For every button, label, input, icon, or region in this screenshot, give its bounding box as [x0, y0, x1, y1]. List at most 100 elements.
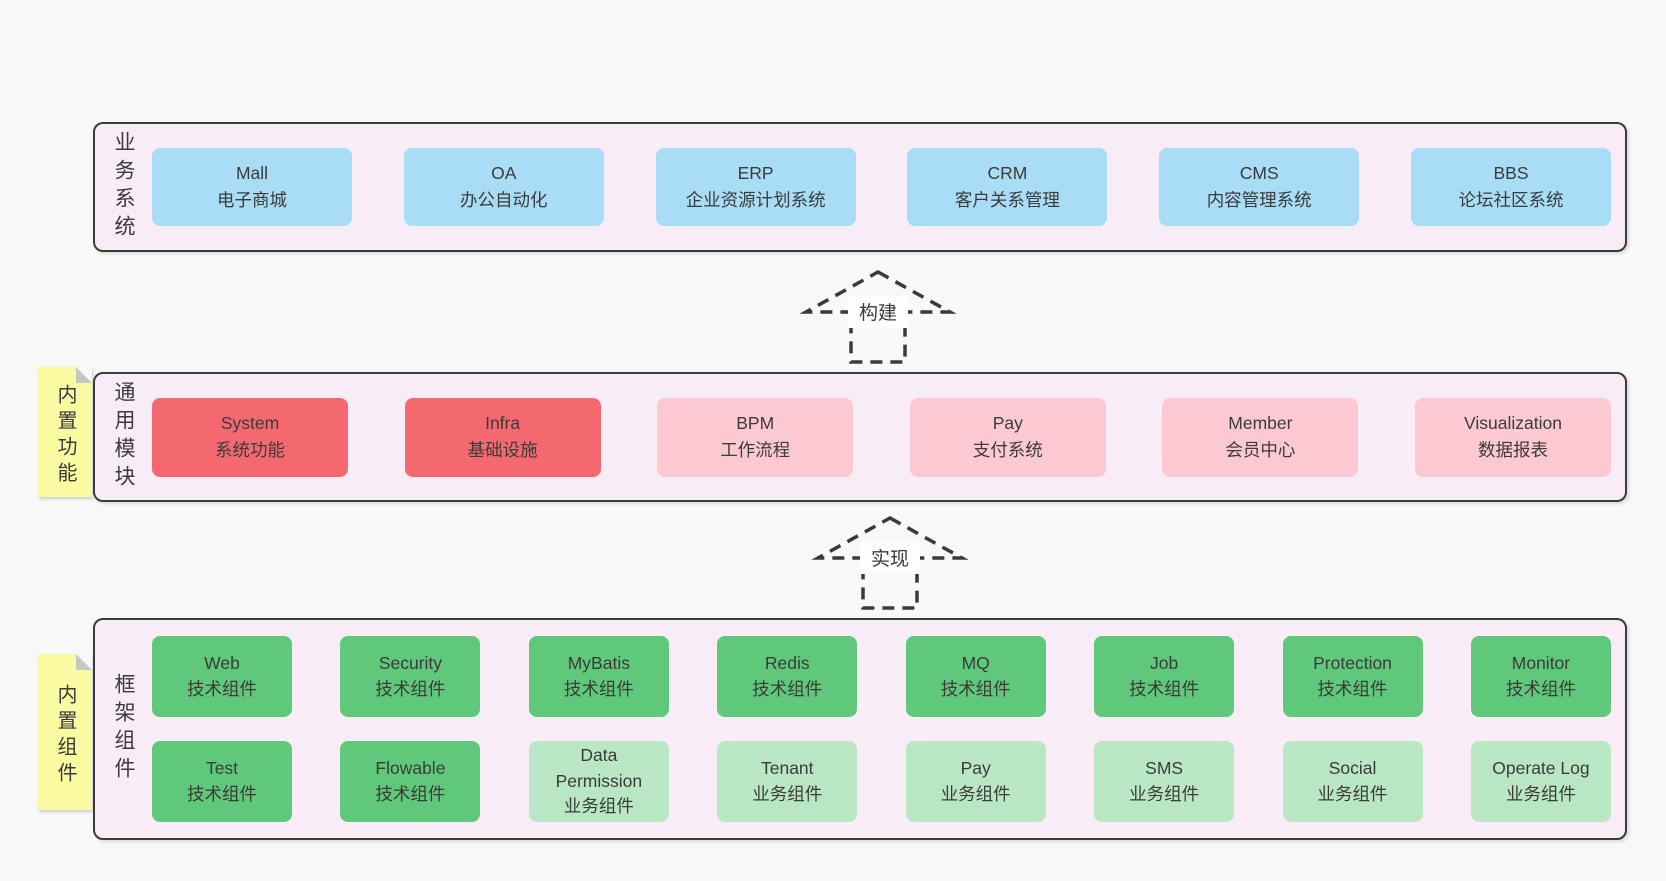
- arrow-label-background: [860, 542, 920, 574]
- node-subtitle: 基础设施: [467, 440, 538, 460]
- node-title: Infra: [485, 412, 521, 433]
- sticky-note-text: 内置功能: [54, 384, 76, 488]
- node-title: Redis: [764, 653, 810, 674]
- node-subtitle: 技术组件: [1505, 678, 1576, 699]
- node-subtitle: 技术组件: [1317, 678, 1388, 699]
- node-visualization: Visualization 数据报表: [1414, 397, 1611, 477]
- node-title: BPM: [736, 412, 775, 433]
- node-social: Social 业务组件: [1282, 741, 1423, 822]
- sticky-note-built-in-components: 内置组件: [38, 654, 92, 810]
- node-crm: CRM 客户关系管理: [907, 148, 1108, 226]
- node-sms: SMS 业务组件: [1094, 741, 1235, 822]
- node-subtitle: 技术组件: [940, 678, 1011, 699]
- node-subtitle: 企业资源计划系统: [685, 190, 826, 210]
- node-monitor: Monitor 技术组件: [1470, 636, 1611, 717]
- node-title: CMS: [1239, 162, 1279, 183]
- layer-label-business: 业务系统: [112, 131, 135, 243]
- node-subtitle: 技术组件: [375, 783, 446, 804]
- node-subtitle: 技术组件: [375, 678, 446, 699]
- arrow-label-build: 构建: [859, 302, 897, 324]
- node-title: CRM: [987, 162, 1028, 183]
- node-subtitle: 技术组件: [187, 783, 257, 804]
- node-subtitle: 技术组件: [187, 678, 257, 699]
- node-subtitle: 办公自动化: [460, 190, 548, 210]
- sticky-note-text: 内置组件: [54, 684, 76, 788]
- node-title: Web: [204, 653, 240, 674]
- node-mybatis: MyBatis 技术组件: [528, 636, 669, 717]
- node-flowable: Flowable 技术组件: [340, 741, 481, 822]
- node-subtitle: 业务组件: [940, 783, 1011, 804]
- arrow-up-implement-icon: 实现: [811, 515, 969, 610]
- node-title: Operate Log: [1492, 758, 1590, 779]
- node-pay-business: Pay 业务组件: [905, 741, 1046, 822]
- node-mall: Mall 电子商城: [152, 148, 352, 226]
- node-subtitle: 业务组件: [1129, 783, 1200, 804]
- node-tenant: Tenant 业务组件: [717, 741, 858, 822]
- node-subtitle: 会员中心: [1225, 440, 1296, 460]
- node-subtitle: 技术组件: [563, 678, 634, 699]
- node-data-permission: Data Permission 业务组件: [528, 741, 669, 822]
- node-title: Monitor: [1511, 653, 1571, 674]
- node-title: Social: [1328, 758, 1377, 779]
- node-title: Visualization: [1464, 412, 1562, 433]
- node-title: Member: [1228, 412, 1293, 433]
- node-system: System 系统功能: [152, 397, 348, 477]
- node-bpm: BPM 工作流程: [657, 397, 854, 477]
- node-title: System: [220, 412, 280, 433]
- node-member: Member 会员中心: [1162, 397, 1359, 477]
- layer-common-modules: 通用模块 System 系统功能 Infra 基础设施 BPM 工作流程 Pay…: [93, 372, 1627, 502]
- node-title: Tenant: [760, 758, 814, 779]
- node-subtitle: 业务组件: [1317, 783, 1388, 804]
- node-title: Test: [205, 758, 239, 779]
- node-subtitle: 内容管理系统: [1206, 190, 1312, 210]
- sticky-note-built-in-features: 内置功能: [38, 367, 92, 497]
- node-subtitle: 数据报表: [1477, 440, 1548, 460]
- node-redis: Redis 技术组件: [717, 636, 858, 717]
- node-subtitle: 业务组件: [752, 783, 823, 804]
- node-subtitle: 系统功能: [215, 440, 285, 460]
- layer-label-framework: 框架组件: [112, 673, 135, 785]
- node-subtitle: 电子商城: [217, 190, 287, 210]
- layer-framework-components: 框架组件 Web 技术组件 Security 技术组件 MyBatis 技术组件…: [93, 618, 1627, 840]
- node-subtitle: 客户关系管理: [954, 190, 1060, 210]
- node-protection: Protection 技术组件: [1282, 636, 1423, 717]
- framework-rows: Web 技术组件 Security 技术组件 MyBatis 技术组件 Redi…: [152, 620, 1625, 838]
- node-subtitle: 业务组件: [563, 796, 634, 817]
- node-title: Protection: [1313, 653, 1392, 674]
- node-mq: MQ 技术组件: [905, 636, 1046, 717]
- arrow-label-background: [848, 296, 908, 328]
- node-title: OA: [491, 162, 517, 183]
- layer-business-systems: 业务系统 Mall 电子商城 OA 办公自动化 ERP 企业资源计划系统 CRM…: [93, 122, 1627, 252]
- node-subtitle: 技术组件: [752, 678, 823, 699]
- node-title: BBS: [1493, 162, 1529, 183]
- node-oa: OA 办公自动化: [403, 148, 604, 226]
- framework-row-1: Web 技术组件 Security 技术组件 MyBatis 技术组件 Redi…: [152, 636, 1611, 717]
- node-title: Flowable: [375, 758, 446, 779]
- node-title: MyBatis: [567, 653, 630, 674]
- node-subtitle: 技术组件: [1129, 678, 1200, 699]
- node-title: Data Permission: [555, 745, 643, 791]
- node-test: Test 技术组件: [152, 741, 292, 822]
- node-pay: Pay 支付系统: [909, 397, 1106, 477]
- business-boxes-row: Mall 电子商城 OA 办公自动化 ERP 企业资源计划系统 CRM 客户关系…: [152, 124, 1625, 250]
- layer-label-modules: 通用模块: [112, 381, 135, 493]
- node-title: Mall: [235, 162, 269, 183]
- node-security: Security 技术组件: [340, 636, 481, 717]
- node-title: Job: [1150, 653, 1179, 674]
- node-title: ERP: [737, 162, 774, 183]
- node-infra: Infra 基础设施: [404, 397, 601, 477]
- node-web: Web 技术组件: [152, 636, 292, 717]
- node-erp: ERP 企业资源计划系统: [655, 148, 856, 226]
- arrow-up-build-icon: 构建: [799, 269, 957, 364]
- node-subtitle: 支付系统: [972, 440, 1043, 460]
- node-title: MQ: [961, 653, 990, 674]
- framework-row-2: Test 技术组件 Flowable 技术组件 Data Permission …: [152, 741, 1611, 822]
- node-cms: CMS 内容管理系统: [1159, 148, 1360, 226]
- node-operate-log: Operate Log 业务组件: [1470, 741, 1611, 822]
- node-title: SMS: [1145, 758, 1184, 779]
- node-job: Job 技术组件: [1094, 636, 1235, 717]
- modules-boxes-row: System 系统功能 Infra 基础设施 BPM 工作流程 Pay 支付系统…: [152, 374, 1625, 500]
- node-bbs: BBS 论坛社区系统: [1410, 148, 1611, 226]
- node-subtitle: 论坛社区系统: [1458, 190, 1564, 210]
- node-title: Security: [378, 653, 443, 674]
